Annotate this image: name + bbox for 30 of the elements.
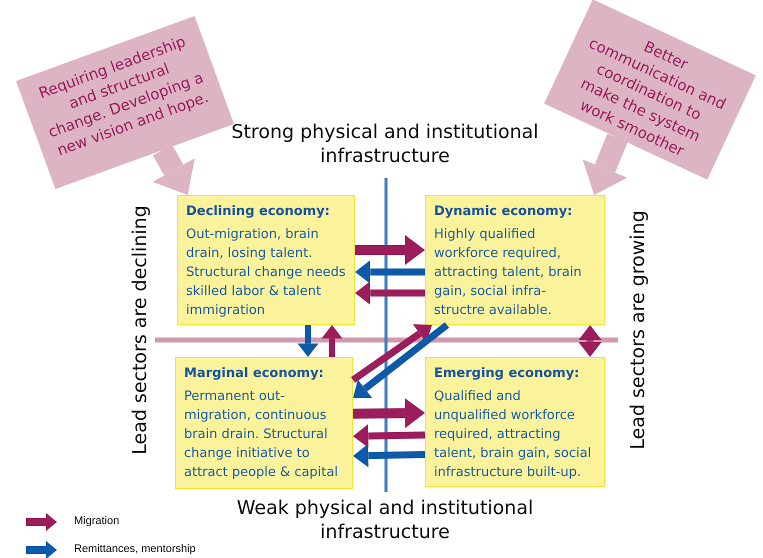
axis-label: Lead sectors are growing (626, 209, 650, 452)
quadrant-box (425, 195, 605, 325)
arrow (353, 424, 426, 448)
quadrant-heading: Dynamic economy: (434, 203, 574, 221)
quadrant-description: Permanent out-migration, continuous brain drain. Structural change initiative to attract people & capital (184, 388, 339, 482)
legend-label: Migration (74, 515, 120, 527)
quadrant-heading: Declining economy: (186, 203, 331, 221)
axis-label: Lead sectors are declining (128, 204, 152, 457)
double-arrow (578, 325, 602, 357)
arrow (355, 281, 425, 305)
callout-arrow (582, 134, 628, 195)
quadrant-heading: Marginal economy: (184, 365, 325, 383)
arrow (321, 325, 343, 358)
quadrant-box (177, 195, 355, 325)
arrow (351, 324, 432, 383)
quadrant-box (175, 357, 353, 489)
quadrant-description: Qualified and unqualified workforce required, attracting talent, brain gain, social infrastructure built-up. (434, 388, 592, 482)
quadrant-description: Highly qualified workforce required, attracting talent, brain gain, social infra-structre available. (434, 226, 583, 320)
arrow (352, 398, 425, 428)
arrow (353, 444, 426, 468)
quadrant-box (425, 357, 605, 487)
axis-label: Weak physical and institutional infrastructure (236, 496, 534, 544)
arrow (353, 322, 450, 398)
arrow (297, 324, 319, 357)
quadrant-description: Out-migration, brain drain, losing talent. Structural change needs skilled labor & talent immigration (186, 226, 346, 320)
legend-label: Remittances, mentorship (74, 543, 196, 555)
arrow (355, 260, 425, 284)
callout-arrow (152, 144, 195, 195)
arrow (355, 235, 425, 265)
quadrant-heading: Emerging economy: (434, 365, 580, 383)
